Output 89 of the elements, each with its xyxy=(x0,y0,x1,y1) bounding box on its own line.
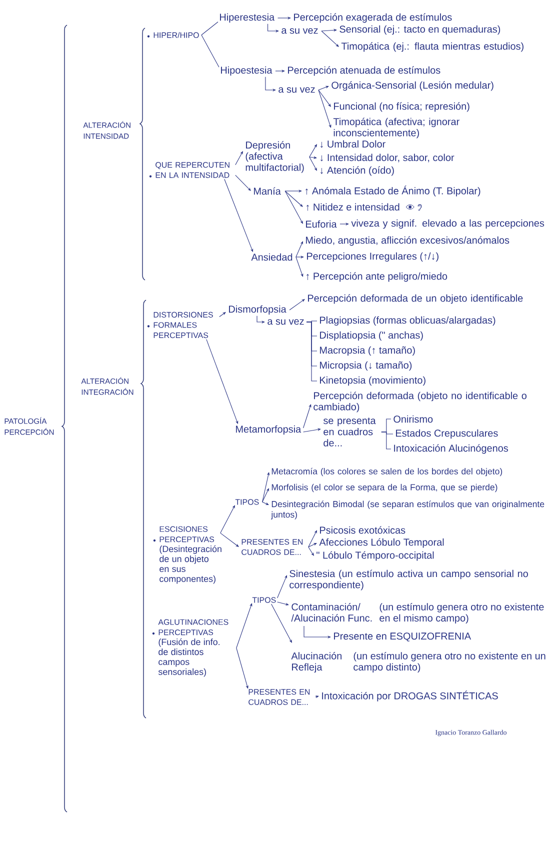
arrow xyxy=(318,90,331,107)
arrow xyxy=(308,543,317,548)
arrow xyxy=(277,575,287,598)
description-text: Percepción deformada de un objeto identificable xyxy=(308,294,523,304)
description-text: Orgánica-Sensorial (Lesión medular) xyxy=(332,81,494,91)
description-text: Onirismo xyxy=(394,415,433,423)
description-text: Macropsia (↑ tamaño) xyxy=(320,346,415,356)
arrow xyxy=(262,488,269,502)
hook-arrow xyxy=(265,76,276,92)
connector-line xyxy=(201,22,218,36)
arrow xyxy=(284,190,302,192)
arrow xyxy=(284,190,303,224)
description-text: Contaminación/ /Alucinación Func. (un estímulo genera otro no existente en el mismo campo) xyxy=(291,602,544,624)
description-text: Funcional (no física; represión) xyxy=(334,102,470,112)
arrow xyxy=(308,530,317,548)
description-text: ↓ Umbral Dolor xyxy=(320,140,386,148)
description-text: Desintegración Bimodal (se separan estímulos que van originalmente juntos) xyxy=(270,500,544,520)
description-text: Percepciones Irregulares (↑/↓) xyxy=(307,252,438,262)
description-text: Presente en ESQUIZOFRENIA xyxy=(334,632,472,642)
description-text: Timopática (afectiva; ignorar inconscientemente) xyxy=(333,118,460,138)
term-label: Depresión (afectiva multifactorial) xyxy=(246,141,304,173)
term-label: Euforia xyxy=(306,220,337,228)
arrow xyxy=(289,299,305,310)
description-text: Timopática (ej.: flauta mientras estudios) xyxy=(341,42,524,52)
arrow xyxy=(296,256,304,277)
description-text: Percepción atenuada de estímulos xyxy=(288,66,440,76)
arrow xyxy=(284,190,303,207)
arrow xyxy=(318,90,332,128)
description-text: Intoxicación por DROGAS SINTÉTICAS xyxy=(322,690,498,702)
arrow xyxy=(308,546,314,556)
arrow xyxy=(296,256,304,258)
connector-phrase: se presenta en cuadros de... xyxy=(323,418,376,446)
arrow xyxy=(219,312,226,317)
hook-arrow xyxy=(304,626,331,638)
arrow xyxy=(303,428,321,432)
arrow xyxy=(236,603,252,648)
arrow xyxy=(271,604,292,643)
arrow xyxy=(303,404,312,428)
arrow xyxy=(318,86,329,90)
arrow xyxy=(235,174,251,191)
arrow xyxy=(309,156,317,159)
connector-line xyxy=(201,34,220,68)
connector-phrase: a su vez xyxy=(282,28,318,34)
term-label: Dismorfopsia xyxy=(229,305,286,315)
description-text: Percepción deformada (objeto no identificable o cambiado) xyxy=(314,392,526,412)
description-text: Morfolisis (el color se separa de la Forma, que se pierde) xyxy=(272,484,498,492)
term-label: Manía xyxy=(254,187,281,195)
term-label: Hiperestesia xyxy=(220,13,275,23)
description-text: ↑ Anómala Estado de Ánimo (T. Bipolar) xyxy=(306,186,480,196)
term-label: Hipoestesia xyxy=(221,66,272,76)
hook-arrow xyxy=(268,24,279,32)
description-text: Afecciones Lóbulo Temporal xyxy=(319,538,444,548)
hook-arrow xyxy=(256,316,265,324)
arrow xyxy=(321,30,339,47)
description-text: Sinestesia (un estímulo activa un campo sensorial no correspondiente) xyxy=(290,570,528,590)
arrow xyxy=(235,151,243,166)
arrow xyxy=(262,502,269,505)
connector-phrase: a su vez xyxy=(268,319,304,325)
term-label: Ansiedad xyxy=(251,253,292,261)
arrow xyxy=(220,532,239,547)
arrow xyxy=(309,144,317,158)
description-text: Sensorial (ej.: tacto en quemaduras) xyxy=(340,25,500,35)
arrow xyxy=(220,505,235,534)
term-label: Metamorfopsia xyxy=(236,425,302,435)
description-text: viveza y signif. elevado a las percepciones xyxy=(351,219,544,229)
description-text: ↑ Nitidez e intensidad xyxy=(306,203,400,211)
arrow xyxy=(296,241,303,258)
arrow xyxy=(275,70,285,72)
description-text: Displatiopsia (" anchas) xyxy=(320,331,423,341)
description-text: Percepción exagerada de estímulos xyxy=(294,13,452,23)
description-text: Micropsia (↓ tamaño) xyxy=(320,361,412,371)
description-text: ↓ Atención (oído) xyxy=(320,166,394,176)
description-text: Kinetopsia (movimiento) xyxy=(320,376,426,386)
arrow xyxy=(340,222,349,226)
description-text: Metacromía (los colores se salen de los bordes del objeto) xyxy=(272,468,502,476)
connector-phrase: a su vez xyxy=(278,87,315,93)
description-text: Estados Crepusculares xyxy=(396,429,498,439)
bracket-line xyxy=(306,322,318,382)
description-text: ↑ Percepción ante peligro/miedo xyxy=(306,272,448,282)
description-text: Psicosis exotóxicas xyxy=(320,526,406,534)
description-text: Plagiopsias (formas oblicuas/alargadas) xyxy=(320,316,496,326)
arrow xyxy=(278,16,291,20)
description-text: " Lóbulo Témporo-occipital xyxy=(316,551,434,561)
description-text: Intoxicación Alucinógenos xyxy=(394,444,508,454)
bracket-line xyxy=(381,432,392,450)
description-text: Miedo, angustia, aflicción excesivos/anómalos xyxy=(306,236,510,246)
description-text: Alucinación Refleja (un estímulo genera otro no existente en un campo distinto) xyxy=(291,652,546,673)
arrow xyxy=(309,156,317,171)
description-text: ↓ Intensidad dolor, sabor, color xyxy=(320,154,454,162)
